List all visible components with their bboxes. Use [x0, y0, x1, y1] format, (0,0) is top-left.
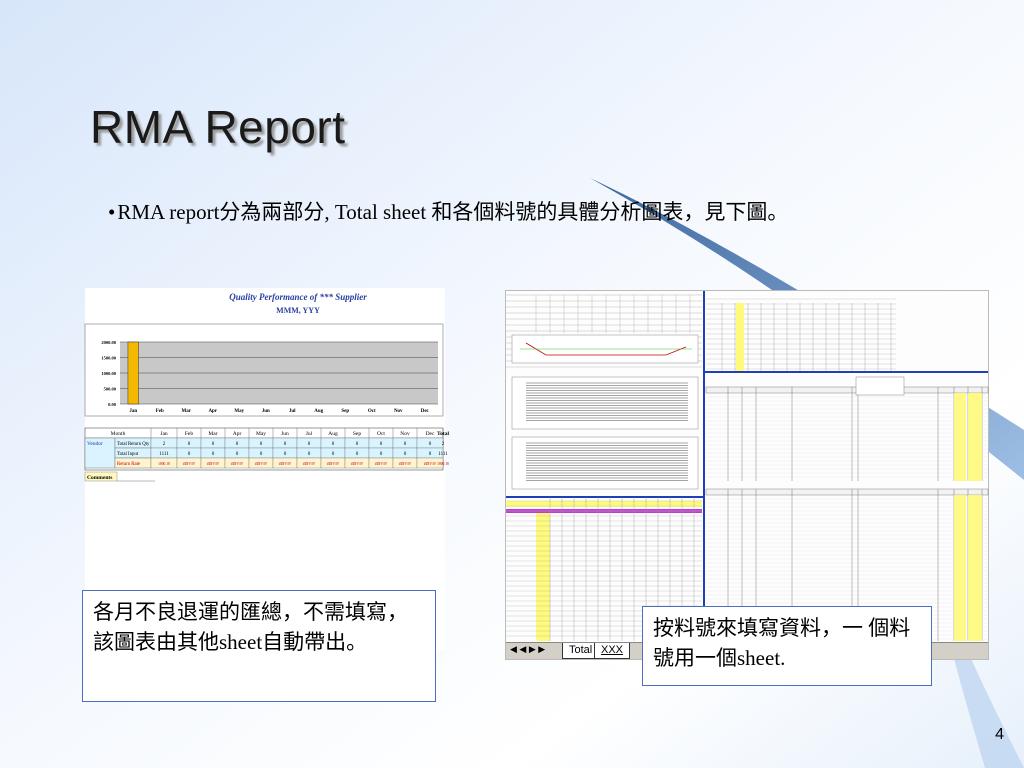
row-label: Total Return Qty	[117, 442, 150, 447]
table-cell: 0	[260, 452, 263, 457]
report-subtitle: MMM, YYY	[276, 306, 320, 315]
slide-title: RMA Report	[90, 101, 346, 153]
bullet-text-block: •RMA report分為兩部分, Total sheet 和各個料號的具體分析…	[108, 196, 928, 228]
left-callout: 各月不良退運的匯總，不需填寫，該圖表由其他sheet自動帶出。	[82, 590, 436, 702]
table-header-cell: Total	[437, 431, 449, 437]
table-header-cell: Mar	[208, 431, 217, 437]
table-cell: 0	[404, 452, 407, 457]
table-header-cell: Jun	[281, 431, 289, 437]
table-cell: #DIV/0!	[327, 462, 339, 466]
table-cell: 0	[356, 442, 359, 447]
table-cell: 2	[442, 442, 445, 447]
table-header-cell: Feb	[185, 431, 194, 437]
x-tick-label: Jul	[289, 409, 296, 414]
row-label: Total Input	[117, 452, 139, 457]
tab-total[interactable]: Total	[562, 643, 600, 659]
table-header-cell: Nov	[400, 431, 410, 437]
x-tick-label: Nov	[394, 409, 403, 414]
table-cell: 0	[308, 452, 311, 457]
table-cell: 0	[404, 442, 407, 447]
table-cell: 0	[236, 452, 239, 457]
mini-legend	[855, 376, 905, 396]
bar-jan	[127, 341, 139, 405]
table-cell: 1111	[159, 452, 169, 457]
right-callout-text: 按料號來填寫資料，一 個料號用一個sheet.	[653, 616, 911, 670]
table-cell: 1800.18	[158, 462, 170, 466]
x-tick-label: Aug	[314, 409, 323, 414]
x-tick-label: Apr	[208, 409, 217, 414]
x-tick-label: Jan	[129, 409, 137, 414]
table-cell: 0	[356, 452, 359, 457]
quality-chart-area: Quality Performance of *** Supplier MMM,…	[84, 292, 449, 482]
bullet-marker: •	[108, 200, 116, 224]
table-cell: 0	[212, 452, 215, 457]
table-cell: 0	[308, 442, 311, 447]
sheet-nav-arrows-icon[interactable]: ◀ ◀ ▶ ▶	[510, 644, 546, 654]
report-title: Quality Performance of *** Supplier	[229, 292, 367, 302]
table-cell: #DIV/0!	[375, 462, 387, 466]
table-header-cell: Jan	[160, 431, 168, 437]
table-cell: 0	[332, 442, 335, 447]
y-tick-label: 500.00	[104, 387, 117, 392]
table-cell: 1800.18	[437, 462, 449, 466]
page-number: 4	[995, 726, 1004, 743]
table-cell: 0	[284, 452, 287, 457]
table-cell: #DIV/0!	[424, 462, 436, 466]
table-cell: 0	[188, 452, 191, 457]
x-tick-label: Feb	[156, 409, 164, 414]
y-tick-label: 0.00	[108, 402, 117, 407]
table-cell: #DIV/0!	[231, 462, 243, 466]
x-tick-label: Oct	[368, 409, 376, 414]
table-cell: #DIV/0!	[255, 462, 267, 466]
left-callout-text: 各月不良退運的匯總，不需填寫，該圖表由其他sheet自動帶出。	[93, 600, 408, 654]
table-cell: 0	[212, 442, 215, 447]
row-label: Return Rate	[117, 462, 140, 467]
y-tick-label: 1500.00	[101, 356, 116, 361]
table-header-cell: Aug	[328, 431, 338, 437]
x-tick-label: Jun	[262, 409, 270, 414]
vendor-label: Vendor	[87, 441, 103, 447]
table-cell: 0	[429, 442, 432, 447]
table-header-cell: May	[256, 431, 266, 437]
table-cell: #DIV/0!	[399, 462, 411, 466]
x-tick-label: May	[234, 409, 244, 414]
x-tick-label: Mar	[182, 409, 192, 414]
right-sheet-screenshot: ◀ ◀ ▶ ▶ Total XXX	[505, 290, 989, 660]
table-cell: 0	[260, 442, 263, 447]
table-header-cell: Oct	[377, 431, 385, 437]
spreadsheet-grid	[506, 291, 989, 641]
table-header-cell: Month	[111, 431, 126, 437]
table-cell: 0	[236, 442, 239, 447]
left-report-screenshot: Quality Performance of *** Supplier MMM,…	[84, 288, 449, 650]
x-tick-label: Sep	[341, 409, 349, 414]
table-cell: #DIV/0!	[183, 462, 195, 466]
table-header-cell: Jul	[306, 431, 313, 437]
x-tick-label: Dec	[421, 409, 430, 414]
table-header-cell: Sep	[353, 431, 362, 437]
table-cell: #DIV/0!	[207, 462, 219, 466]
y-tick-label: 1000.00	[101, 371, 116, 376]
table-cell: 0	[332, 452, 335, 457]
table-cell: #DIV/0!	[303, 462, 315, 466]
table-header-cell: Dec	[426, 431, 435, 437]
table-cell: 0	[188, 442, 191, 447]
comments-label: Comments	[87, 475, 112, 481]
table-cell: #DIV/0!	[351, 462, 363, 466]
table-header-cell: Apr	[233, 431, 242, 437]
table-cell: 2	[163, 442, 166, 447]
table-cell: 1111	[438, 452, 448, 457]
table-cell: 0	[380, 442, 383, 447]
y-tick-label: 2000.00	[101, 340, 116, 345]
table-cell: 0	[380, 452, 383, 457]
table-cell: #DIV/0!	[279, 462, 291, 466]
right-callout: 按料號來填寫資料，一 個料號用一個sheet.	[642, 606, 932, 686]
table-cell: 0	[429, 452, 432, 457]
tab-xxx[interactable]: XXX	[594, 643, 631, 659]
bullet-text: RMA report分為兩部分, Total sheet 和各個料號的具體分析圖…	[117, 200, 789, 224]
table-cell: 0	[284, 442, 287, 447]
